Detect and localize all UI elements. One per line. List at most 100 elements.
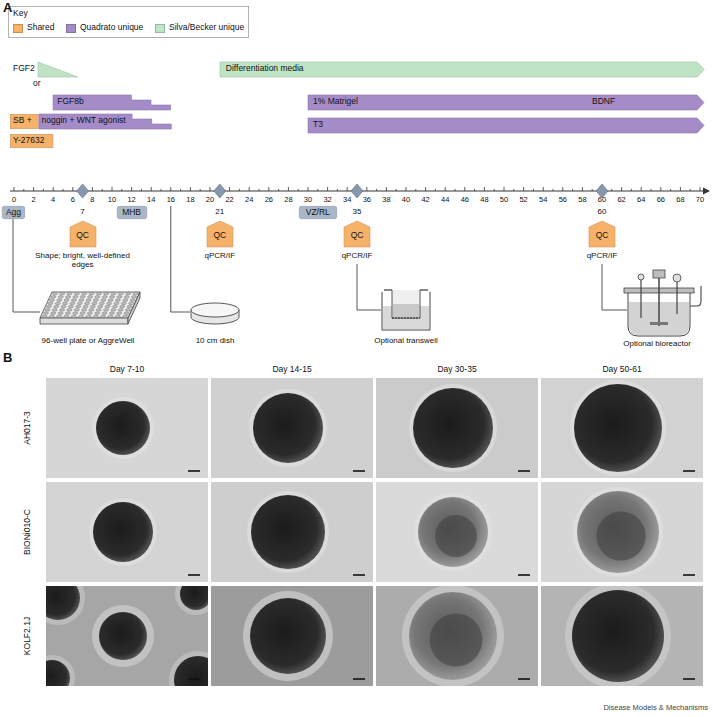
node-outline <box>308 95 704 110</box>
vessel-caption: Optional transwell <box>374 336 438 345</box>
plate-well <box>111 309 116 312</box>
micrograph <box>376 585 538 687</box>
micrograph <box>541 482 703 582</box>
micrograph <box>46 482 208 582</box>
node-outline <box>39 114 171 129</box>
insert-medium <box>393 304 419 317</box>
micrograph <box>46 378 208 478</box>
axis-tick <box>553 189 554 191</box>
axis-tick <box>513 189 514 191</box>
qc-criterion: Shape; bright, well-defined edges <box>35 251 131 269</box>
node-outline <box>2 206 24 218</box>
plate-well <box>114 302 119 305</box>
axis-tick <box>474 189 475 191</box>
organoid-core <box>596 511 645 560</box>
axis-tick <box>33 187 34 191</box>
stirrer-shaft <box>658 278 660 326</box>
axis-tick <box>533 189 534 191</box>
probe-head <box>638 274 644 280</box>
axis-tick <box>670 189 671 191</box>
organoid <box>413 388 493 468</box>
leader-line <box>602 264 627 310</box>
micrograph-background <box>211 482 373 582</box>
organoid-halo <box>243 591 333 681</box>
axis-tick-label: 18 <box>186 196 194 205</box>
axis-tick-label: 4 <box>51 196 55 205</box>
axis-tick-label: 42 <box>421 196 429 205</box>
column-header: Day 30-35 <box>437 365 476 375</box>
plate-well <box>52 309 57 312</box>
micrograph <box>211 482 373 582</box>
node-shape <box>8 6 249 38</box>
organoid-ring <box>46 586 85 625</box>
axis-tick-label: 2 <box>32 196 36 205</box>
plate-well <box>118 309 123 312</box>
axis-tick <box>562 187 563 191</box>
insert-wall <box>392 290 420 318</box>
plate-well <box>65 296 70 299</box>
plate-well <box>106 302 111 305</box>
axis-tick <box>347 187 348 191</box>
milestone-diamond <box>214 184 226 198</box>
plate-well <box>62 302 67 305</box>
axis-tick <box>298 189 299 191</box>
stage-box: MHB <box>117 206 147 219</box>
axis-tick <box>278 189 279 191</box>
axis-tick <box>445 187 446 191</box>
transwell-icon <box>382 290 430 330</box>
dish-icon <box>191 303 239 324</box>
plate-well <box>67 309 72 312</box>
axis-tick <box>543 187 544 191</box>
note: or <box>33 79 41 89</box>
axis-tick <box>317 189 318 191</box>
node-outline <box>10 114 38 128</box>
node-outline <box>220 62 704 77</box>
plate-well <box>124 296 129 299</box>
axis-tick-label: 0 <box>12 196 16 205</box>
plate-well <box>73 296 78 299</box>
plate-well <box>80 312 85 315</box>
plate-well <box>58 312 63 315</box>
node-label: Differentiation media <box>226 64 304 74</box>
probe-tube <box>640 280 641 318</box>
plate-well <box>103 309 108 312</box>
plate-well <box>67 292 72 295</box>
plate-well <box>128 302 133 305</box>
organoid-halo <box>573 487 663 577</box>
node-label: Agg <box>2 208 25 218</box>
node-label: Y-27632 <box>13 136 44 146</box>
insert-rim <box>420 289 428 290</box>
plate-well <box>120 305 125 308</box>
plate-well <box>102 296 107 299</box>
scale-bar <box>188 470 200 472</box>
axis-tick <box>582 187 583 191</box>
vessel-caption: Optional bioreactor <box>623 339 691 348</box>
axis-tick <box>151 187 152 191</box>
plate-well <box>96 309 101 312</box>
plate-well <box>82 292 87 295</box>
impeller <box>650 322 668 325</box>
milestone-day: 21 <box>215 207 224 216</box>
legend-text: Silva/Becker unique <box>169 23 244 33</box>
axis-tick-label: 8 <box>90 196 94 205</box>
axis-tick-label: 60 <box>598 196 606 205</box>
plate-well <box>125 309 130 312</box>
micrograph-background <box>46 482 208 582</box>
scale-bar <box>518 470 530 472</box>
insert-membrane <box>392 317 420 318</box>
axis-tick-label: 44 <box>441 196 449 205</box>
plate-well <box>56 315 61 318</box>
plate-well <box>95 296 100 299</box>
scale-bar <box>188 678 200 680</box>
scale-bar <box>353 470 365 472</box>
stage-box: Agg <box>2 206 25 219</box>
plate-well <box>117 312 122 315</box>
milestone-diamond <box>351 184 363 198</box>
axis-tick-label: 38 <box>382 196 390 205</box>
plate-well <box>117 296 122 299</box>
node-label: SB + <box>13 116 32 126</box>
node-outline <box>38 62 78 77</box>
organoid-halo <box>249 389 327 467</box>
axis-tick-label: 32 <box>323 196 331 205</box>
axis-tick-label: 12 <box>127 196 135 205</box>
